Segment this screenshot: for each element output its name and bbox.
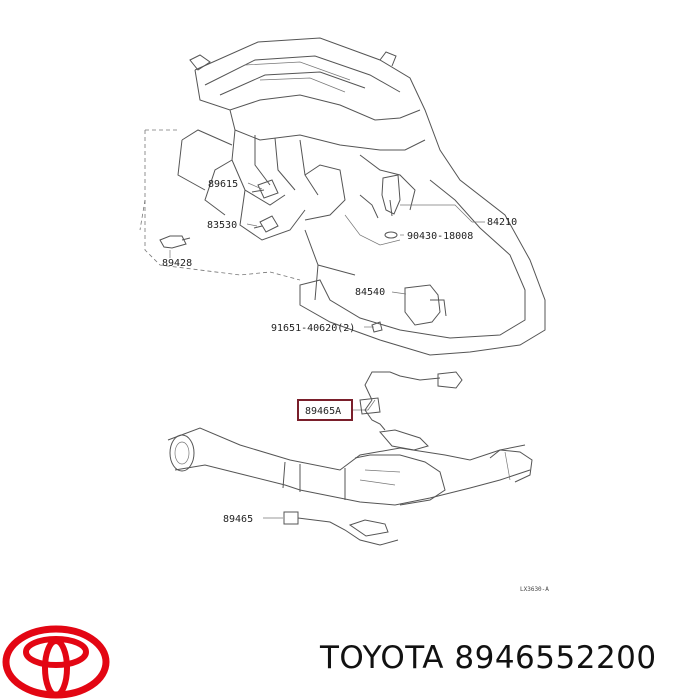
brand-and-part-number: TOYOTA 8946552200 bbox=[320, 640, 657, 676]
sensor-84210-drawing bbox=[381, 174, 401, 217]
sensor-83530-drawing bbox=[253, 215, 279, 233]
part-number: 8946552200 bbox=[454, 640, 657, 676]
toyota-logo bbox=[2, 625, 110, 699]
part-label-89428: 89428 bbox=[162, 258, 192, 269]
part-label-83530: 83530 bbox=[207, 220, 237, 231]
part-label-89465: 89465 bbox=[223, 514, 253, 525]
exhaust-pipe-drawing bbox=[167, 427, 533, 506]
part-label-90430-18008: 90430-18008 bbox=[407, 231, 473, 242]
engine-block-drawing bbox=[139, 37, 546, 356]
part-label-91651-40620: 91651-40620(2) bbox=[271, 323, 355, 334]
diagram-reference-code: LX3630-A bbox=[520, 586, 549, 593]
highlight-box bbox=[297, 399, 353, 421]
part-label-84210: 84210 bbox=[487, 217, 517, 228]
leader-lines bbox=[169, 182, 485, 519]
part-label-89465a-highlighted: 89465A bbox=[305, 406, 341, 417]
lower-oxygen-sensor-drawing bbox=[283, 511, 399, 546]
part-label-89615: 89615 bbox=[208, 179, 238, 190]
part-labels: 89615 83530 89428 84210 90430-18008 8454… bbox=[162, 179, 549, 593]
upper-oxygen-sensor-drawing bbox=[359, 371, 463, 451]
sensor-84540-drawing bbox=[371, 284, 447, 333]
washer-90430-drawing bbox=[384, 231, 398, 239]
part-label-84540: 84540 bbox=[355, 287, 385, 298]
brand-name: TOYOTA bbox=[320, 640, 445, 676]
sensor-89615-drawing bbox=[251, 179, 279, 199]
sensor-89428-drawing bbox=[159, 235, 191, 249]
